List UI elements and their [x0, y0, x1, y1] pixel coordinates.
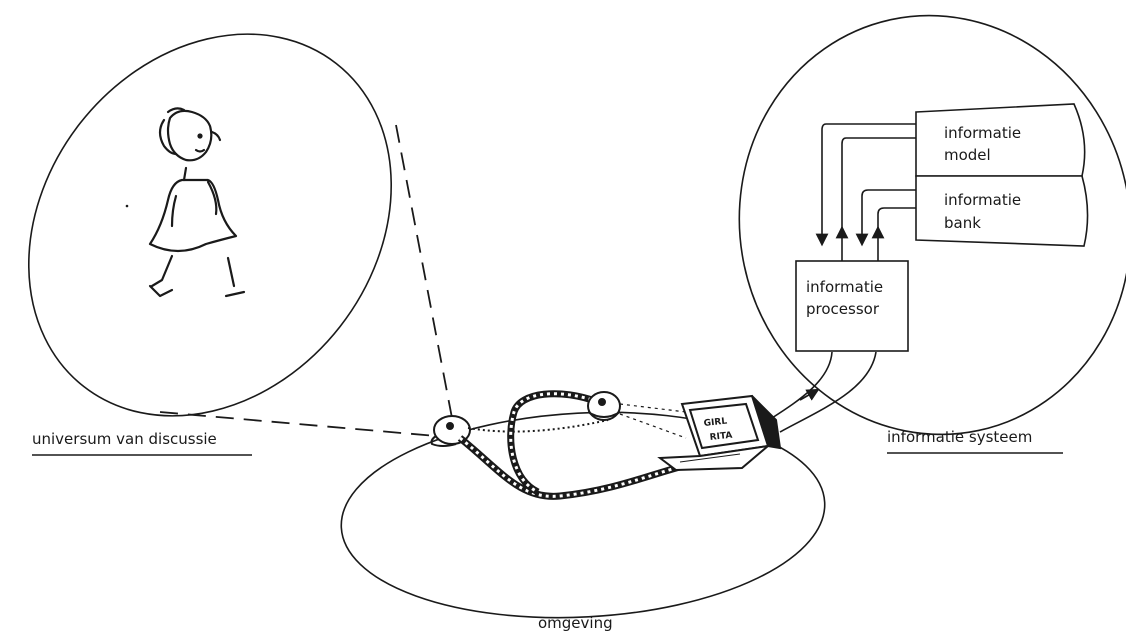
terminal-to-processor-line-2 [780, 352, 876, 432]
user-head-icon [588, 392, 620, 420]
girl-figure-icon [126, 108, 244, 296]
info-processor-label-1: informatie [806, 278, 883, 296]
universe-caption: universum van discussie [32, 430, 217, 448]
projection-line-top [396, 125, 452, 418]
data-flow-arrows [822, 124, 916, 261]
info-bank-label-2: bank [944, 214, 981, 232]
info-model-label-2: model [944, 146, 991, 164]
sight-line-1 [620, 404, 686, 412]
info-bank-label-1: informatie [944, 191, 1021, 209]
observer-figure-icon [432, 416, 609, 446]
universe-ellipse [0, 0, 466, 488]
system-caption: informatie systeem [887, 428, 1032, 446]
info-bank-box [916, 176, 1088, 246]
info-processor-label-2: processor [806, 300, 880, 318]
sight-line-2 [620, 414, 686, 438]
environment-caption: omgeving [538, 614, 613, 632]
info-model-label-1: informatie [944, 124, 1021, 142]
